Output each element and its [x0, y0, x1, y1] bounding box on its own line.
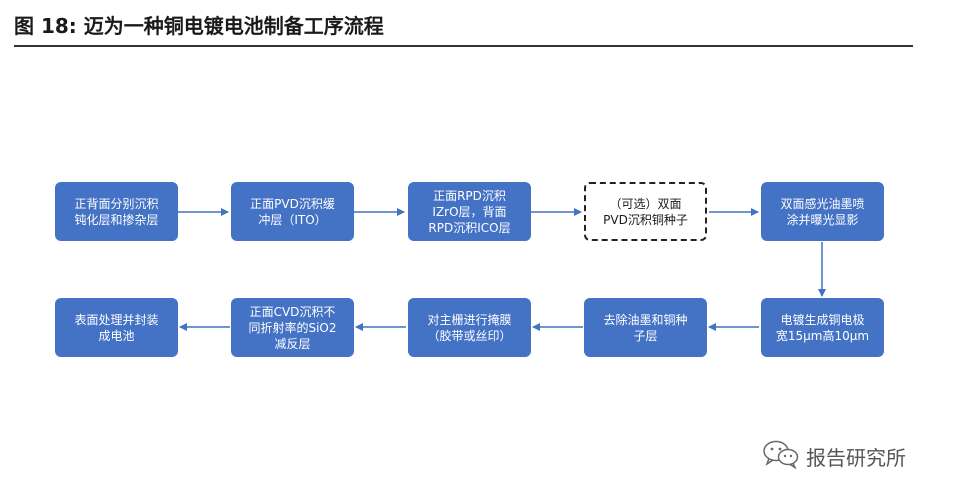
step-10-box: 表面处理并封装 成电池: [55, 298, 178, 357]
step-3-box: 正面RPD沉积 IZrO层，背面 RPD沉积ICO层: [408, 182, 531, 241]
title-divider: [14, 45, 913, 47]
step-7-box: 去除油墨和铜种 子层: [584, 298, 707, 357]
step-6-box: 电镀生成铜电极 宽15μm高10μm: [761, 298, 884, 357]
watermark-text: 报告研究所: [806, 445, 906, 470]
watermark: 报告研究所: [762, 440, 906, 472]
figure-title: 图 18: 迈为一种铜电镀电池制备工序流程: [14, 14, 384, 38]
wechat-icon: [762, 439, 800, 473]
step-8-box: 对主栅进行掩膜 （胶带或丝印）: [408, 298, 531, 357]
step-1-box: 正背面分别沉积 钝化层和掺杂层: [55, 182, 178, 241]
step-2-box: 正面PVD沉积缓 冲层（ITO）: [231, 182, 354, 241]
step-4-optional-box: （可选）双面 PVD沉积铜种子: [584, 182, 707, 241]
step-5-box: 双面感光油墨喷 涂并曝光显影: [761, 182, 884, 241]
step-9-box: 正面CVD沉积不 同折射率的SiO2 减反层: [231, 298, 354, 357]
